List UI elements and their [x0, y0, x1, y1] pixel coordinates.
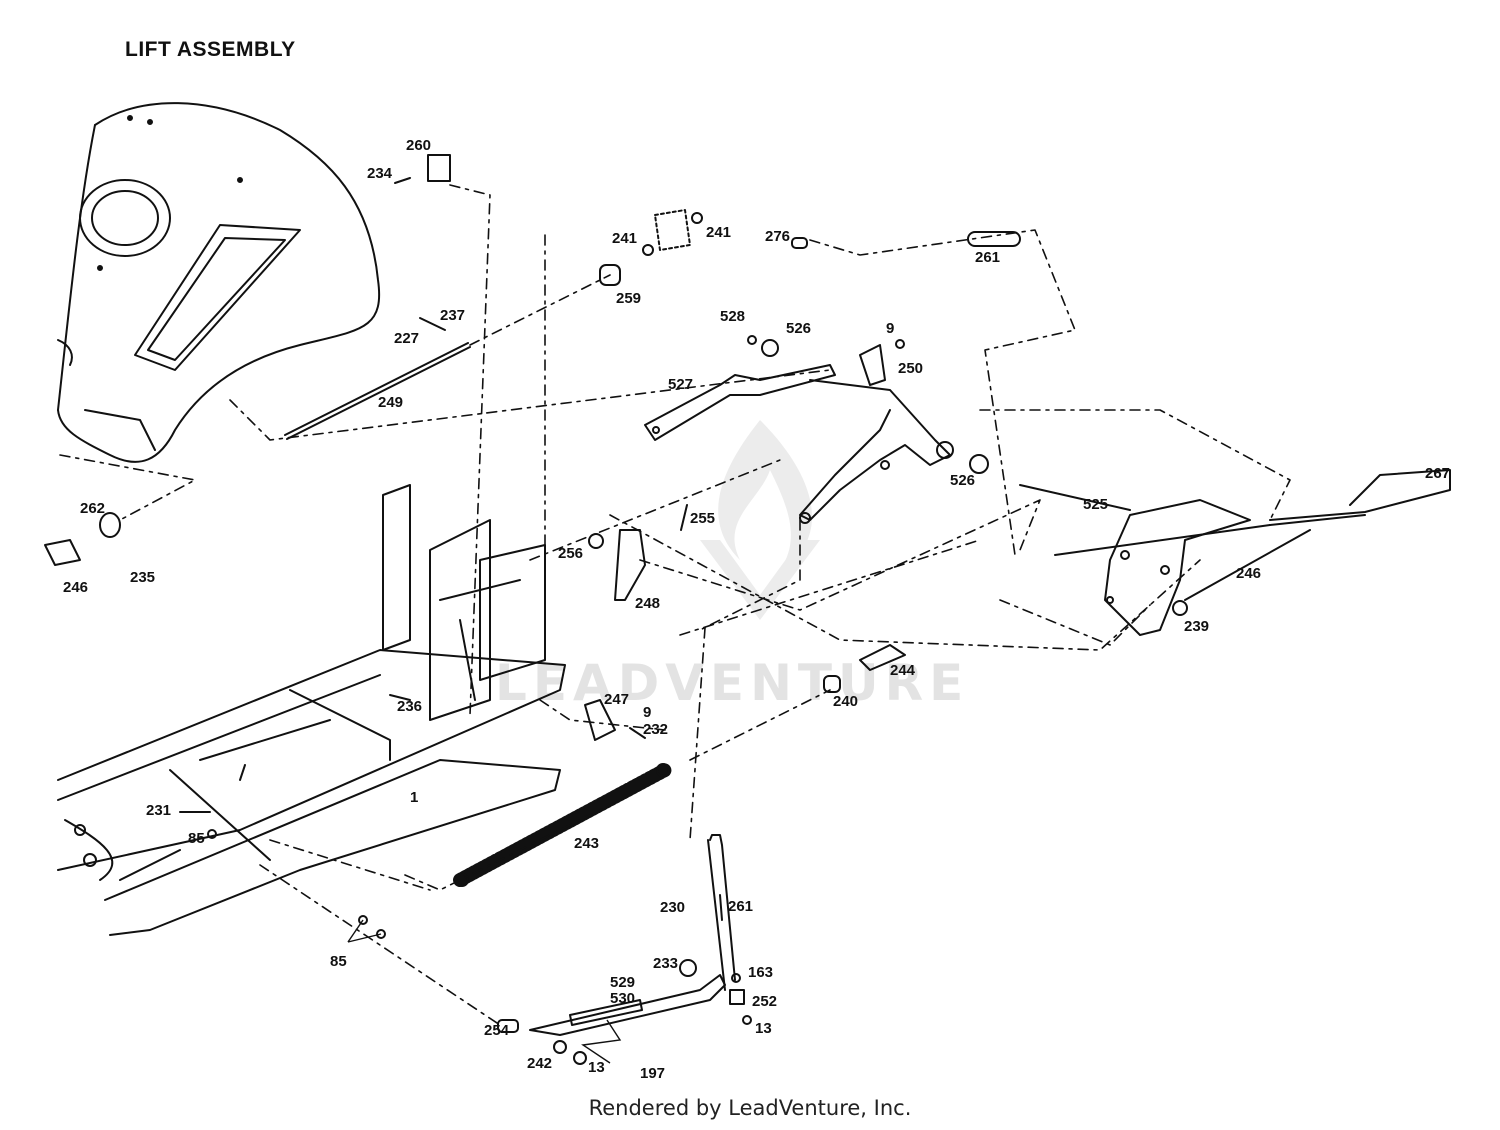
callout-label: 261	[975, 249, 1000, 266]
callout-label: 255	[690, 510, 715, 527]
callout-label: 244	[890, 662, 916, 679]
callout-label: 246	[1236, 565, 1261, 582]
link-rod-261	[707, 834, 736, 991]
callout-label: 267	[1425, 465, 1450, 482]
lever-arm-197	[529, 974, 726, 1036]
callout-label: 163	[748, 964, 773, 981]
callout-label: 231	[146, 802, 171, 819]
callout-label: 260	[406, 137, 431, 154]
callout-label: 526	[786, 320, 811, 337]
callout-label: 239	[1184, 618, 1209, 635]
callout-label: 240	[833, 693, 858, 710]
pedal-rod	[1269, 469, 1451, 526]
callout-label: 241	[706, 224, 731, 241]
footer-credit: Rendered by LeadVenture, Inc.	[588, 1096, 912, 1120]
callout-label: 526	[950, 472, 975, 489]
watermark-flame-icon	[718, 420, 813, 570]
callout-label: 232	[643, 721, 668, 738]
callout-label: 13	[755, 1020, 772, 1037]
watermark-chevron-icon	[700, 540, 820, 620]
callout-label: 230	[660, 899, 685, 916]
callout-label: 241	[612, 230, 637, 247]
callout-label: 13	[588, 1059, 605, 1076]
callout-label: 256	[558, 545, 583, 562]
callout-label: 250	[898, 360, 923, 377]
callout-label: 9	[886, 320, 894, 337]
callout-pointers	[347, 919, 622, 1064]
callout-label: 525	[1083, 496, 1108, 513]
threaded-rod-249	[284, 342, 471, 440]
callout-label: 276	[765, 228, 790, 245]
pedal-bracket	[1019, 484, 1271, 636]
callout-label: 528	[720, 308, 745, 325]
callout-label: 243	[574, 835, 599, 852]
callout-labels: 260 234 241 241 276 261 259 237 227 249 …	[63, 137, 1450, 1082]
seat-bracket	[382, 484, 546, 721]
callout-label: 529	[610, 974, 635, 991]
rod-246	[1184, 529, 1311, 601]
callout-label: 1	[410, 789, 418, 806]
callout-label: 261	[728, 898, 753, 915]
callout-label: 197	[640, 1065, 665, 1082]
callout-label: 262	[80, 500, 105, 517]
callout-label: 237	[440, 307, 465, 324]
callout-label: 259	[616, 290, 641, 307]
lift-shaft	[644, 364, 954, 524]
callout-label: 252	[752, 993, 777, 1010]
callout-label: 254	[484, 1022, 510, 1039]
spring-243	[453, 763, 672, 887]
hood-fender	[57, 102, 381, 463]
callout-label: 9	[643, 704, 651, 721]
callout-label: 235	[130, 569, 155, 586]
callout-label: 233	[653, 955, 678, 972]
diagram-title: LIFT ASSEMBLY	[125, 38, 296, 61]
callout-label: 85	[330, 953, 347, 970]
callout-label: 249	[378, 394, 403, 411]
callout-label: 234	[367, 165, 393, 182]
callout-label: 227	[394, 330, 419, 347]
callout-label: 247	[604, 691, 629, 708]
callout-label: 242	[527, 1055, 552, 1072]
callout-label: 246	[63, 579, 88, 596]
leader-lines	[59, 184, 1291, 1026]
callout-label: 530	[610, 990, 635, 1007]
callout-label: 527	[668, 376, 693, 393]
callout-label: 248	[635, 595, 660, 612]
callout-label: 236	[397, 698, 422, 715]
callout-label: 85	[188, 830, 205, 847]
chassis-frame	[57, 649, 566, 936]
